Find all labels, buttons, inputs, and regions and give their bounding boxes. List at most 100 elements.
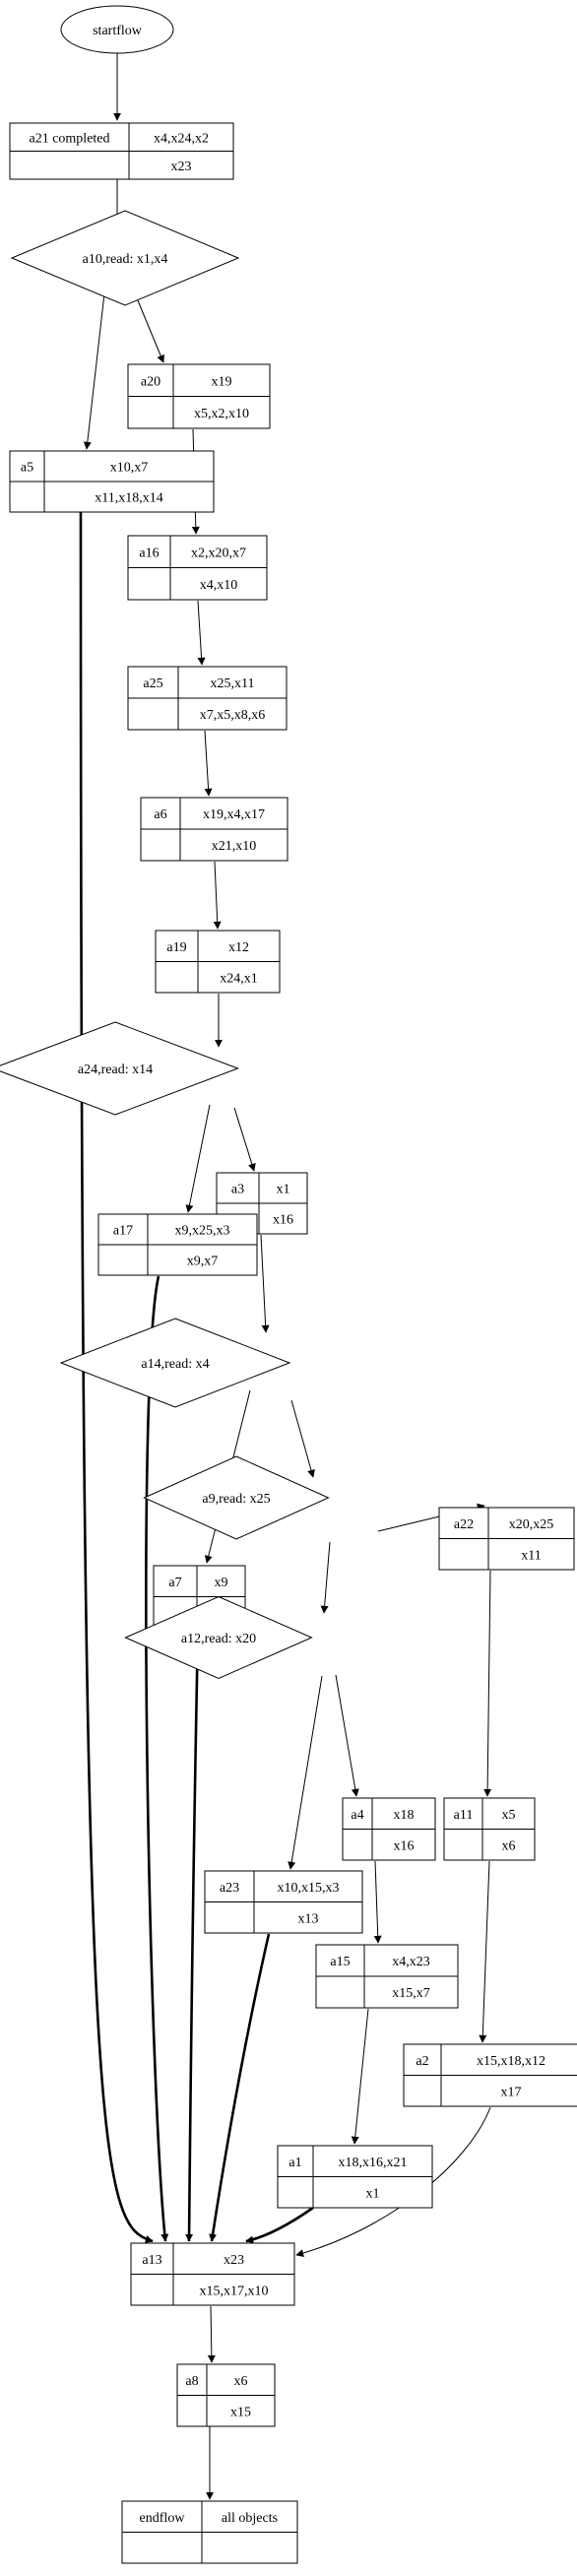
task-writes: x1: [277, 1183, 290, 1197]
task-reads: x23: [171, 160, 192, 174]
task-reads: x15,x17,x10: [200, 2284, 269, 2298]
decision-diamond: [0, 1021, 239, 1116]
task-label: a17: [113, 1224, 133, 1239]
decision-node-d24: a24,read: x14: [0, 1021, 239, 1116]
edge-arrow-21: [351, 2008, 369, 2145]
edge-arrow-28: [207, 2305, 216, 2363]
edge-arrow-22: [79, 511, 154, 2243]
task-reads: x11: [521, 1548, 541, 1563]
task-label: a6: [154, 807, 166, 822]
decision-node-d12: a12,read: x20: [124, 1595, 313, 1680]
decision-label: a9,read: x25: [202, 1492, 270, 1507]
decision-label: a12,read: x20: [181, 1632, 256, 1646]
task-label: a15: [330, 1955, 350, 1969]
edge-arrow-25: [209, 1933, 271, 2242]
edge-arrow-20: [479, 1860, 490, 2043]
task-node-endflow: endflow all objects: [121, 2500, 298, 2564]
edge-arrow-5: [197, 600, 206, 666]
task-reads: x16: [273, 1213, 293, 1228]
task-reads: x17: [501, 2085, 522, 2099]
task-writes: x23: [224, 2253, 244, 2268]
edge-arrow-3: [134, 292, 164, 363]
task-reads: x4,x10: [200, 578, 238, 593]
edge-arrow-9: [185, 1104, 211, 1213]
task-writes: x15,x18,x12: [477, 2054, 545, 2069]
task-label: a19: [166, 940, 186, 955]
task-reads: x15,x7: [392, 1986, 430, 2001]
task-writes: x12: [228, 940, 249, 955]
task-writes: x19: [212, 374, 232, 389]
task-writes: x4,x23: [392, 1955, 430, 1969]
task-label: a23: [220, 1881, 239, 1896]
edge-arrow-24: [185, 1628, 200, 2242]
decision-label: a24,read: x14: [78, 1063, 153, 1077]
task-reads: x6: [502, 1838, 516, 1853]
task-label: a25: [143, 676, 162, 691]
decision-node-d9: a9,read: x25: [143, 1455, 330, 1540]
task-writes: x10,x7: [110, 461, 149, 476]
edge-arrow-6: [204, 730, 213, 797]
task-reads: x21,x10: [212, 839, 257, 854]
task-label: a1: [288, 2156, 301, 2170]
decision-diamond: [124, 1595, 313, 1680]
task-label: a22: [454, 1517, 474, 1532]
edge-arrow-26: [245, 2206, 314, 2244]
task-writes: x9: [215, 1576, 228, 1590]
decision-diamond: [10, 210, 240, 306]
task-node-a6: a6 x19,x4,x17 x21,x10: [140, 797, 288, 862]
edge-arrow-23: [145, 1275, 169, 2242]
decision-node-d10: a10,read: x1,x4: [10, 210, 240, 306]
task-reads: x24,x1: [220, 971, 258, 986]
task-writes: x6: [234, 2374, 248, 2389]
task-label: a2: [416, 2054, 428, 2069]
edge-arrow-19: [483, 1570, 492, 1797]
start-node: startflow: [60, 5, 174, 54]
task-node-a13: a13 x23 x15,x17,x10: [130, 2242, 295, 2306]
task-node-a22: a22 x20,x25 x11: [438, 1507, 575, 1571]
edge-arrow-17: [335, 1674, 359, 1797]
edge-arrow-10: [233, 1107, 256, 1172]
task-reads: x9,x7: [187, 1255, 219, 1269]
task-label: a16: [139, 546, 159, 560]
task-label: a8: [185, 2374, 198, 2389]
decision-label: a14,read: x4: [141, 1357, 209, 1372]
start-ellipse: [60, 5, 174, 54]
task-reads: x11,x18,x14: [95, 491, 162, 506]
task-label: a13: [142, 2253, 161, 2268]
edge-arrow-13: [290, 1399, 315, 1478]
task-reads: x5,x2,x10: [194, 407, 249, 421]
decision-diamond: [59, 1318, 291, 1408]
task-reads: x15: [230, 2405, 251, 2419]
task-label: a20: [141, 374, 160, 389]
task-writes: x10,x15,x3: [278, 1881, 340, 1896]
task-label: a3: [231, 1183, 244, 1197]
edge-arrow-7: [213, 861, 222, 930]
task-writes: x19,x4,x17: [203, 807, 265, 822]
task-node-a20: a20 x19 x5,x2,x10: [127, 363, 271, 429]
task-label: endflow: [140, 2511, 186, 2526]
edge-arrow-18: [373, 1860, 382, 1944]
task-writes: x9,x25,x3: [175, 1224, 230, 1239]
edge-arrow-16: [288, 1675, 323, 1870]
decision-diamond: [143, 1455, 330, 1540]
task-writes: x20,x25: [509, 1517, 554, 1532]
task-writes: x25,x11: [211, 676, 255, 691]
task-writes: all objects: [222, 2511, 278, 2526]
edge-arrow-2: [83, 292, 105, 450]
task-node-a8: a8 x6 x15: [176, 2363, 276, 2427]
task-writes: x18,x16,x21: [339, 2156, 408, 2170]
task-label: a21 completed: [29, 131, 109, 146]
task-node-a2: a2 x15,x18,x12 x17: [403, 2043, 577, 2107]
task-node-a19: a19 x12 x24,x1: [155, 930, 281, 994]
task-node-a15: a15 x4,x23 x15,x7: [315, 1944, 459, 2009]
edge-arrow-11: [260, 1234, 270, 1333]
